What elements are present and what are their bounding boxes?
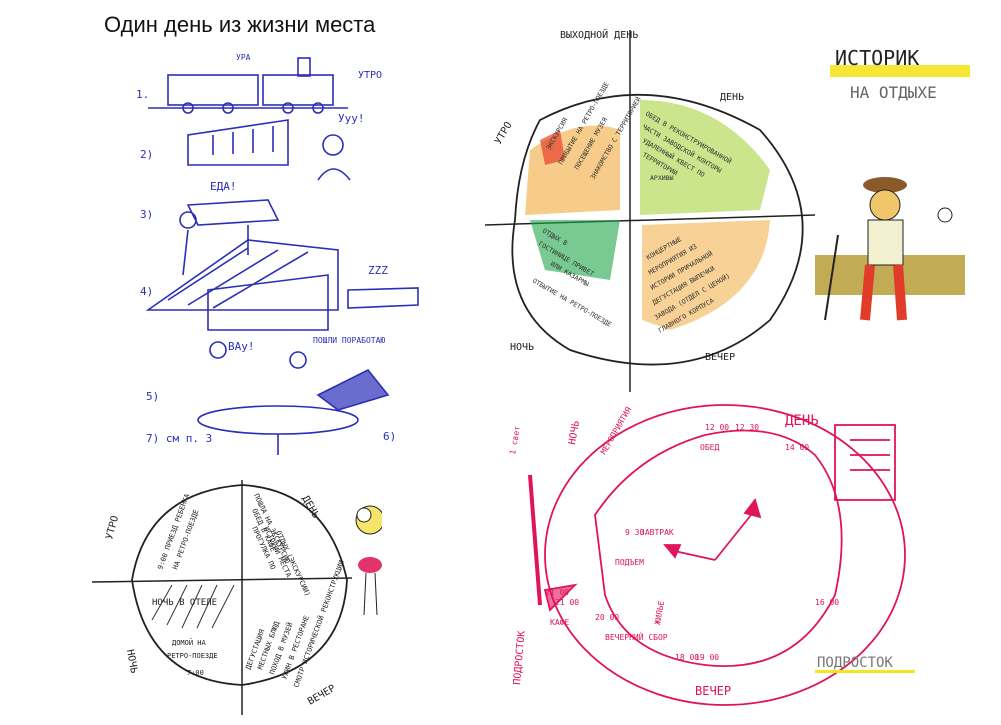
storyboard-sketch: 1. 2) 3) 4) 5) 6) 7) см п. 3 УТРО УРА Уу… <box>136 53 419 455</box>
time-1600: 16 00 <box>815 598 839 607</box>
persona-label: ПОДРОСТОК <box>817 655 893 671</box>
historian-panel: ВЫХОДНОЙ ДЕНЬ УТРО ДЕНЬ НОЧЬ ВЕЧЕР ЭКСКУ… <box>470 20 990 398</box>
time-2100b: 21 00 <box>555 598 579 607</box>
persona-title: ИСТОРИК <box>835 46 919 70</box>
time-dawn: 1 свет <box>508 425 522 455</box>
teenager-panel: НОЧЬ ДЕНЬ ВЕЧЕР 1 свет 21 00 12 00 12 30… <box>495 395 995 720</box>
storyboard-panel: 1. 2) 3) 4) 5) 6) 7) см п. 3 УТРО УРА Уу… <box>128 50 428 460</box>
night-item-2: ДОМОЙ НА <box>172 638 207 647</box>
bubble-toot: Ууу! <box>338 112 365 125</box>
time-2000: 20 00 <box>595 613 619 622</box>
girl-figure <box>355 505 382 616</box>
note-breakfast: ЗАВТРАК <box>640 528 674 537</box>
time-1230: 12 30 <box>735 423 759 432</box>
day-label: ДЕНЬ <box>720 92 744 103</box>
note-housing: ЖИЛЬЕ <box>653 600 666 625</box>
page-title: Один день из жизни места <box>104 12 376 37</box>
time-1400: 14 00 <box>785 443 809 452</box>
weekend-label: ВЫХОДНОЙ ДЕНЬ <box>560 28 638 41</box>
step-2: 2) <box>140 148 153 161</box>
step-6: 6) <box>383 430 396 443</box>
time-2100: 21 00 <box>545 588 569 597</box>
morning-label: УТРО <box>358 70 382 81</box>
day-label: ДЕНЬ <box>299 494 321 520</box>
bubble-work: ПОШЛИ ПОРАБОТАЮ <box>313 336 385 345</box>
day-item-5: АРХИВЫ <box>650 174 674 182</box>
step-3: 3) <box>140 208 153 221</box>
child-panel: УТРО ДЕНЬ НОЧЬ ВЕЧЕР 9:00 ПРИЕЗД РЕБЕНКА… <box>92 470 382 720</box>
step-7: 7) см п. 3 <box>146 432 212 445</box>
night-item-1: НОЧЬ В ОТЕЛЕ <box>152 598 217 608</box>
note-cafe: КАФЕ <box>550 618 569 627</box>
night-label: НОЧЬ <box>124 649 139 675</box>
evening-label: ВЕЧЕР <box>705 352 735 363</box>
time-1800: 18 00 <box>675 653 699 662</box>
historian-day-circle: ВЫХОДНОЙ ДЕНЬ УТРО ДЕНЬ НОЧЬ ВЕЧЕР ЭКСКУ… <box>484 28 970 392</box>
note-events: МЕРОПРИЯТИЯ <box>599 405 633 456</box>
persona-subtitle: НА ОТДЫХЕ <box>850 83 937 102</box>
morning-label: УТРО <box>493 120 515 146</box>
bubble-hurray: УРА <box>236 53 251 62</box>
time-1200: 12 00 <box>705 423 729 432</box>
bubble-wow: ВАу! <box>228 340 255 353</box>
night-item-3: РЕТРО-ПОЕЗДЕ <box>167 652 218 660</box>
step-1: 1. <box>136 88 149 101</box>
time-1900: 19 00 <box>695 653 719 662</box>
evening-label: ВЕЧЕР <box>695 684 731 698</box>
note-wakeup: ПОДЪЕМ <box>615 558 644 567</box>
bubble-food: ЕДА! <box>210 180 237 193</box>
historian-figure <box>815 177 965 321</box>
child-day-circle: УТРО ДЕНЬ НОЧЬ ВЕЧЕР 9:00 ПРИЕЗД РЕБЕНКА… <box>92 480 382 715</box>
note-teen-vertical: ПОДРОСТОК <box>512 630 528 685</box>
time-930: 9 30 <box>625 528 644 537</box>
morning-label: УТРО <box>104 515 121 541</box>
bubble-sleep: ZZZ <box>368 264 388 277</box>
day-label: ДЕНЬ <box>785 413 819 429</box>
night-item-4: 7:00 <box>187 669 204 677</box>
note-evening-gathering: ВЕЧЕРНИЙ СБОР <box>605 631 668 642</box>
evening-label: ВЕЧЕР <box>306 683 338 708</box>
night-label: НОЧЬ <box>510 342 534 353</box>
teenager-day-circle: НОЧЬ ДЕНЬ ВЕЧЕР 1 свет 21 00 12 00 12 30… <box>508 404 915 706</box>
step-5: 5) <box>146 390 159 403</box>
night-label: НОЧЬ <box>567 420 582 446</box>
note-lunch: ОБЕД <box>700 443 719 452</box>
step-4: 4) <box>140 285 153 298</box>
night-item-4: ОТБЫТИЕ НА РЕТРО-ПОЕЗДЕ <box>531 277 613 329</box>
